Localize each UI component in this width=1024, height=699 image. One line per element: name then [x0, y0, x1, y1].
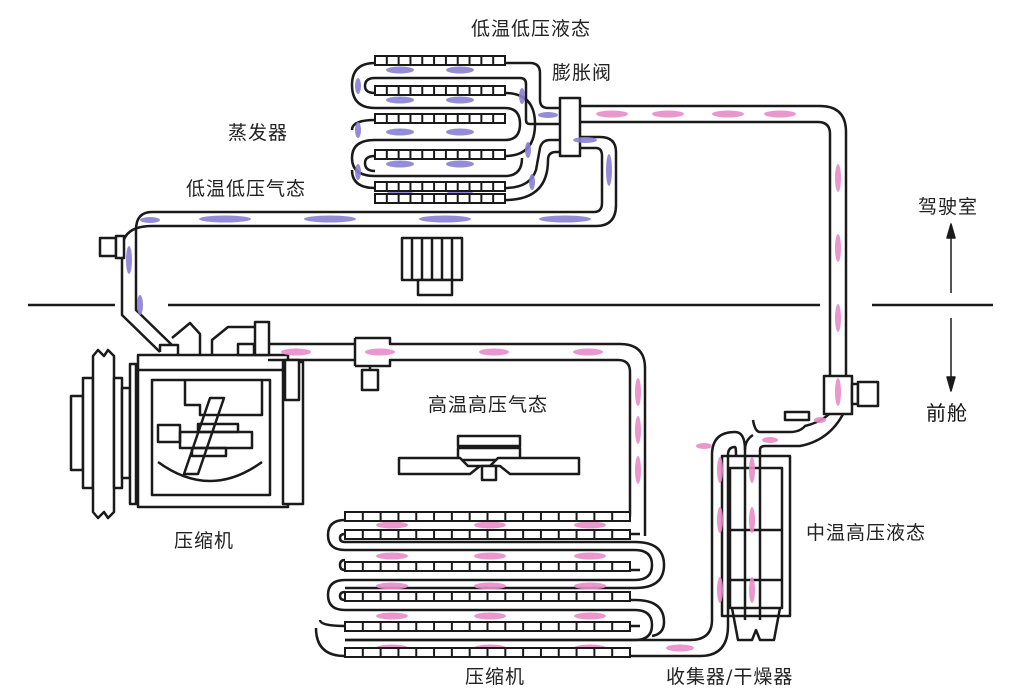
refrigerant-blob [304, 215, 356, 223]
fin-strip [344, 591, 631, 602]
label-cabin: 驾驶室 [918, 196, 979, 218]
receiver-drier [710, 374, 880, 642]
refrigerant-blob [606, 154, 612, 186]
label-medium-temp-high-pressure-liquid: 中温高压液态 [806, 522, 927, 544]
refrigerant-blob [386, 128, 414, 136]
refrigerant-blob [696, 443, 712, 449]
label-engine-bay: 前舱 [926, 401, 968, 425]
label-low-temp-low-pressure-liquid: 低温低压液态 [471, 18, 592, 40]
refrigerant-blob [529, 174, 535, 190]
refrigerant-blob [376, 521, 408, 529]
refrigerant-blob [717, 577, 723, 603]
refrigerant-blob [749, 577, 755, 603]
fins [344, 55, 631, 658]
label-low-temp-low-pressure-gas: 低温低压气态 [186, 178, 307, 200]
refrigerant-blob [764, 110, 796, 118]
refrigerant-blob [835, 304, 841, 332]
fin-strip [344, 647, 631, 658]
refrigerant-blob [525, 142, 531, 158]
cabin-arrow-icon [946, 223, 956, 293]
refrigerant-blob [749, 457, 755, 483]
refrigerant-blob [635, 456, 641, 484]
fin-strip [374, 193, 506, 204]
refrigerant-blob [762, 437, 778, 443]
refrigerant-blob [446, 160, 474, 168]
label-evaporator: 蒸发器 [228, 122, 289, 144]
refrigerant-blob [474, 552, 506, 560]
refrigerant-blob [574, 521, 606, 529]
refrigerant-blob [199, 215, 251, 223]
high-pressure-liquid-line [580, 104, 848, 375]
discharge-line [268, 336, 647, 520]
refrigerant-blob [717, 457, 723, 483]
refrigerant-blob [712, 110, 744, 118]
refrigerant-blob [539, 215, 591, 223]
fin-strip [374, 85, 506, 96]
fin-strip [344, 621, 631, 632]
refrigerant-blob [814, 417, 826, 423]
refrigerant-blob [474, 612, 506, 620]
refrigerant-blob [479, 348, 509, 356]
condenser-fan [397, 434, 581, 482]
refrigerant-blob [355, 78, 361, 94]
refrigerant-blob [596, 110, 628, 118]
low-pressure-refrigerant-flow [126, 66, 612, 315]
refrigerant-blob [419, 215, 471, 223]
refrigerant-blob [386, 160, 414, 168]
refrigerant-blob [355, 164, 361, 180]
refrigerant-blob [376, 552, 408, 560]
refrigerant-blob [474, 582, 506, 590]
fin-strip [344, 561, 631, 572]
refrigerant-blob [137, 295, 143, 315]
refrigerant-blob [386, 96, 414, 104]
refrigerant-blob [574, 612, 606, 620]
refrigerant-blob [635, 416, 641, 444]
engine-bay-arrow-icon [946, 318, 956, 392]
refrigerant-blob [666, 644, 694, 652]
refrigerant-blob [474, 521, 506, 529]
refrigerant-blob [519, 88, 525, 104]
compressor [69, 320, 305, 520]
refrigerant-blob [376, 612, 408, 620]
label-high-temp-high-pressure-gas: 高温高压气态 [428, 394, 549, 416]
label-compressor: 压缩机 [174, 530, 235, 552]
refrigerant-blob [573, 348, 603, 356]
refrigerant-blob [446, 96, 474, 104]
refrigerant-blob [835, 234, 841, 262]
refrigerant-blob [376, 582, 408, 590]
refrigerant-blob [717, 507, 723, 533]
refrigerant-blob [355, 122, 361, 138]
blower-fan [400, 236, 464, 297]
refrigerant-blob [446, 128, 474, 136]
suction-line [98, 135, 618, 353]
label-receiver-drier: 收集器/干燥器 [666, 666, 794, 688]
refrigerant-blob [140, 217, 160, 223]
refrigerant-blob [835, 378, 841, 406]
refrigerant-blob [386, 66, 414, 74]
refrigerant-blob [281, 348, 311, 356]
fin-strip [344, 529, 631, 540]
label-expansion-valve: 膨胀阀 [552, 62, 613, 84]
fin-strip [344, 511, 631, 522]
evaporator [350, 61, 560, 202]
fin-strip [374, 113, 506, 124]
refrigerant-blob [126, 246, 132, 274]
fin-strip [374, 181, 506, 192]
refrigerant-blob [446, 66, 474, 74]
refrigerant-blob [365, 348, 395, 356]
refrigerant-blob [573, 137, 597, 143]
label-condenser: 压缩机 [465, 666, 526, 688]
refrigerant-blob [652, 110, 684, 118]
refrigerant-blob [574, 552, 606, 560]
refrigerant-blob [574, 582, 606, 590]
fin-strip [374, 55, 506, 66]
refrigerant-blob [538, 112, 558, 118]
fin-strip [374, 149, 506, 160]
refrigerant-blob [835, 164, 841, 192]
high-pressure-refrigerant-flow [281, 110, 841, 652]
expansion-valve [558, 96, 582, 158]
refrigerant-blob [635, 378, 641, 406]
refrigerant-blob [749, 507, 755, 533]
